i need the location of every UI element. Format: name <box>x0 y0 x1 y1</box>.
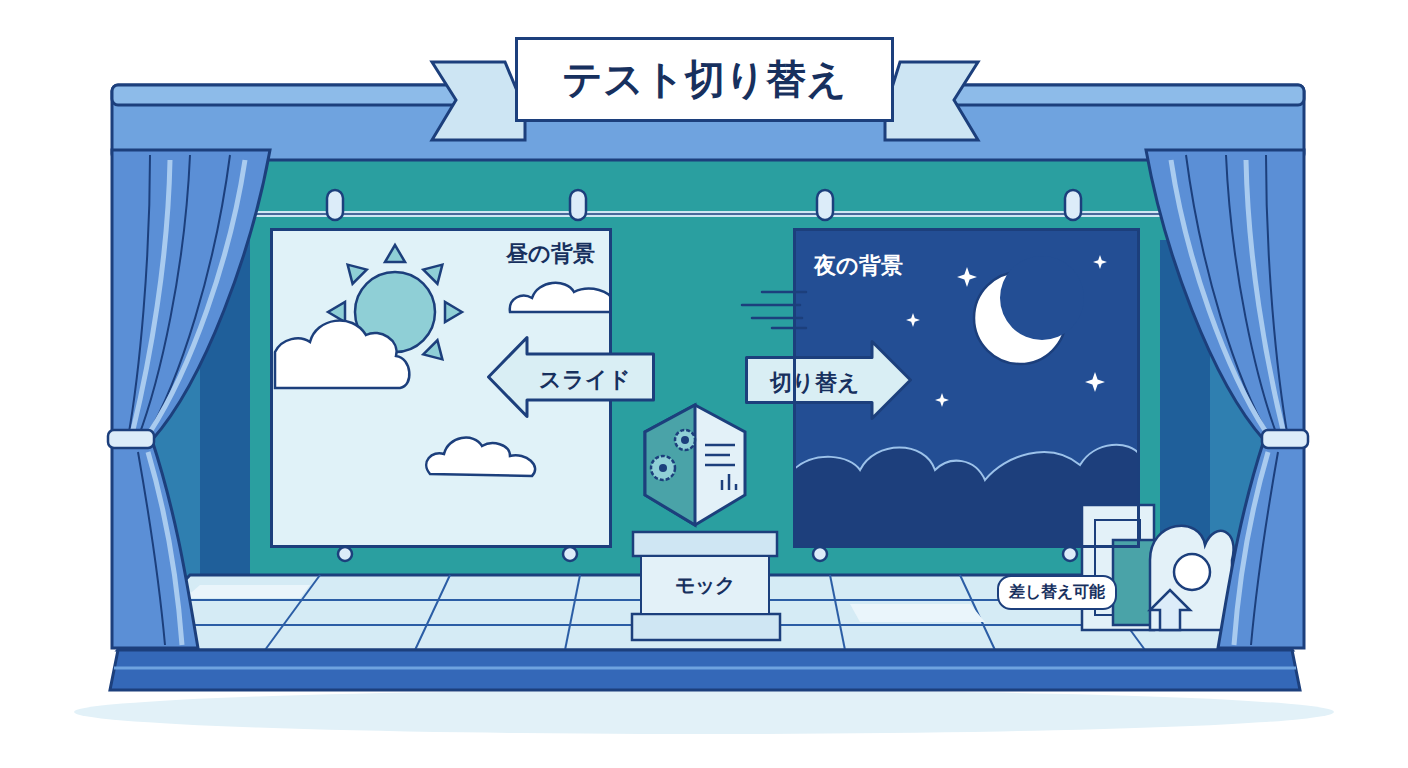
speed-lines-part <box>742 304 800 307</box>
mock-icon-part <box>659 464 667 472</box>
curtain-rod-part <box>255 213 1160 215</box>
pedestal-part <box>632 614 780 640</box>
night-backdrop: 夜の背景 <box>793 228 1140 548</box>
night-panel-part <box>1063 547 1077 561</box>
pedestal-part <box>633 532 777 556</box>
mock-icon-part-part <box>721 480 724 490</box>
mock-icon-part <box>645 405 745 525</box>
stage-floor-part <box>114 667 1296 670</box>
day-panel-part-part-part <box>423 340 449 366</box>
mock-icon <box>645 405 745 525</box>
mock-icon-part-part <box>728 474 731 490</box>
curtain-rod <box>255 190 1160 220</box>
switch-arrow: 切り替え <box>745 340 912 420</box>
mock-icon-part <box>705 445 736 490</box>
node-label: 夜の背景 <box>814 251 903 281</box>
title-banner: テスト切り替え <box>515 37 894 122</box>
day-panel-part-part-part <box>341 258 367 284</box>
day-panel-part-part-part <box>445 302 462 322</box>
floor-shadow <box>74 690 1334 734</box>
stage-floor-part <box>110 650 1300 690</box>
night-panel-part-part <box>1093 255 1107 269</box>
curtain-rod-part <box>817 190 833 220</box>
banner-ribbon-part <box>885 62 978 140</box>
back-wall-part <box>240 158 1170 578</box>
mock-icon-part-part <box>705 464 735 467</box>
day-panel-part-part <box>426 438 535 476</box>
night-panel-part <box>813 547 827 561</box>
day-panel-part-part-part <box>423 258 449 284</box>
stage-floor-part <box>185 585 310 598</box>
day-panel-part-part <box>510 283 612 312</box>
mock-icon-part <box>675 430 695 450</box>
night-panel-part-part <box>906 313 920 327</box>
floor-shadow-part <box>74 690 1334 734</box>
curtains-part <box>108 150 270 648</box>
props-part <box>1150 590 1190 630</box>
mock-icon-part-part <box>705 444 735 447</box>
curtains <box>108 150 1308 648</box>
props-part <box>1150 526 1234 630</box>
curtain-rod-part <box>327 190 343 220</box>
day-panel-part <box>338 547 352 561</box>
speed-lines-part <box>772 327 806 330</box>
curtain-rod-part <box>255 211 1160 217</box>
mock-icon-part <box>681 436 689 444</box>
mock-icon-part-part <box>735 484 738 490</box>
node-label: モック <box>675 572 735 599</box>
node-label: 切り替え <box>770 368 860 398</box>
night-panel-part-part <box>1000 256 1084 340</box>
day-panel-part <box>563 547 577 561</box>
curtain-rod-part <box>570 190 586 220</box>
arrow-shape <box>489 338 654 417</box>
day-panel-part-part-part <box>328 302 345 322</box>
slide-arrow: スライド <box>487 336 655 418</box>
stage-floor-part <box>850 604 985 622</box>
day-panel-part-part-part <box>385 245 405 262</box>
node-label: 差し替え可能 <box>1009 582 1105 601</box>
props-part <box>1174 554 1210 590</box>
swappable-tag: 差し替え可能 <box>997 575 1117 610</box>
day-panel-part-part <box>275 321 409 388</box>
pedestal <box>632 532 780 640</box>
mock-icon-part <box>645 405 695 525</box>
speed-lines <box>742 292 806 328</box>
night-panel-part-part <box>935 393 949 407</box>
stage-floor-part-part <box>565 575 580 650</box>
mock-icon-part-part <box>705 454 730 457</box>
node-label: 昼の背景 <box>506 239 595 269</box>
mock-icon-part <box>651 456 675 480</box>
curtain-rod-part <box>1065 190 1081 220</box>
mock-box: モック <box>640 555 770 615</box>
node-label: スライド <box>539 365 631 395</box>
props <box>1082 505 1234 630</box>
night-panel-part-part <box>957 267 977 287</box>
speed-lines-part <box>762 291 806 294</box>
night-panel-part-part <box>1085 372 1105 392</box>
stage-floor-part-part <box>415 575 450 650</box>
arrow-shape <box>747 342 911 419</box>
stage-floor-part-part <box>830 575 845 650</box>
curtains-part <box>1146 150 1308 648</box>
banner-ribbon-part <box>432 62 525 140</box>
